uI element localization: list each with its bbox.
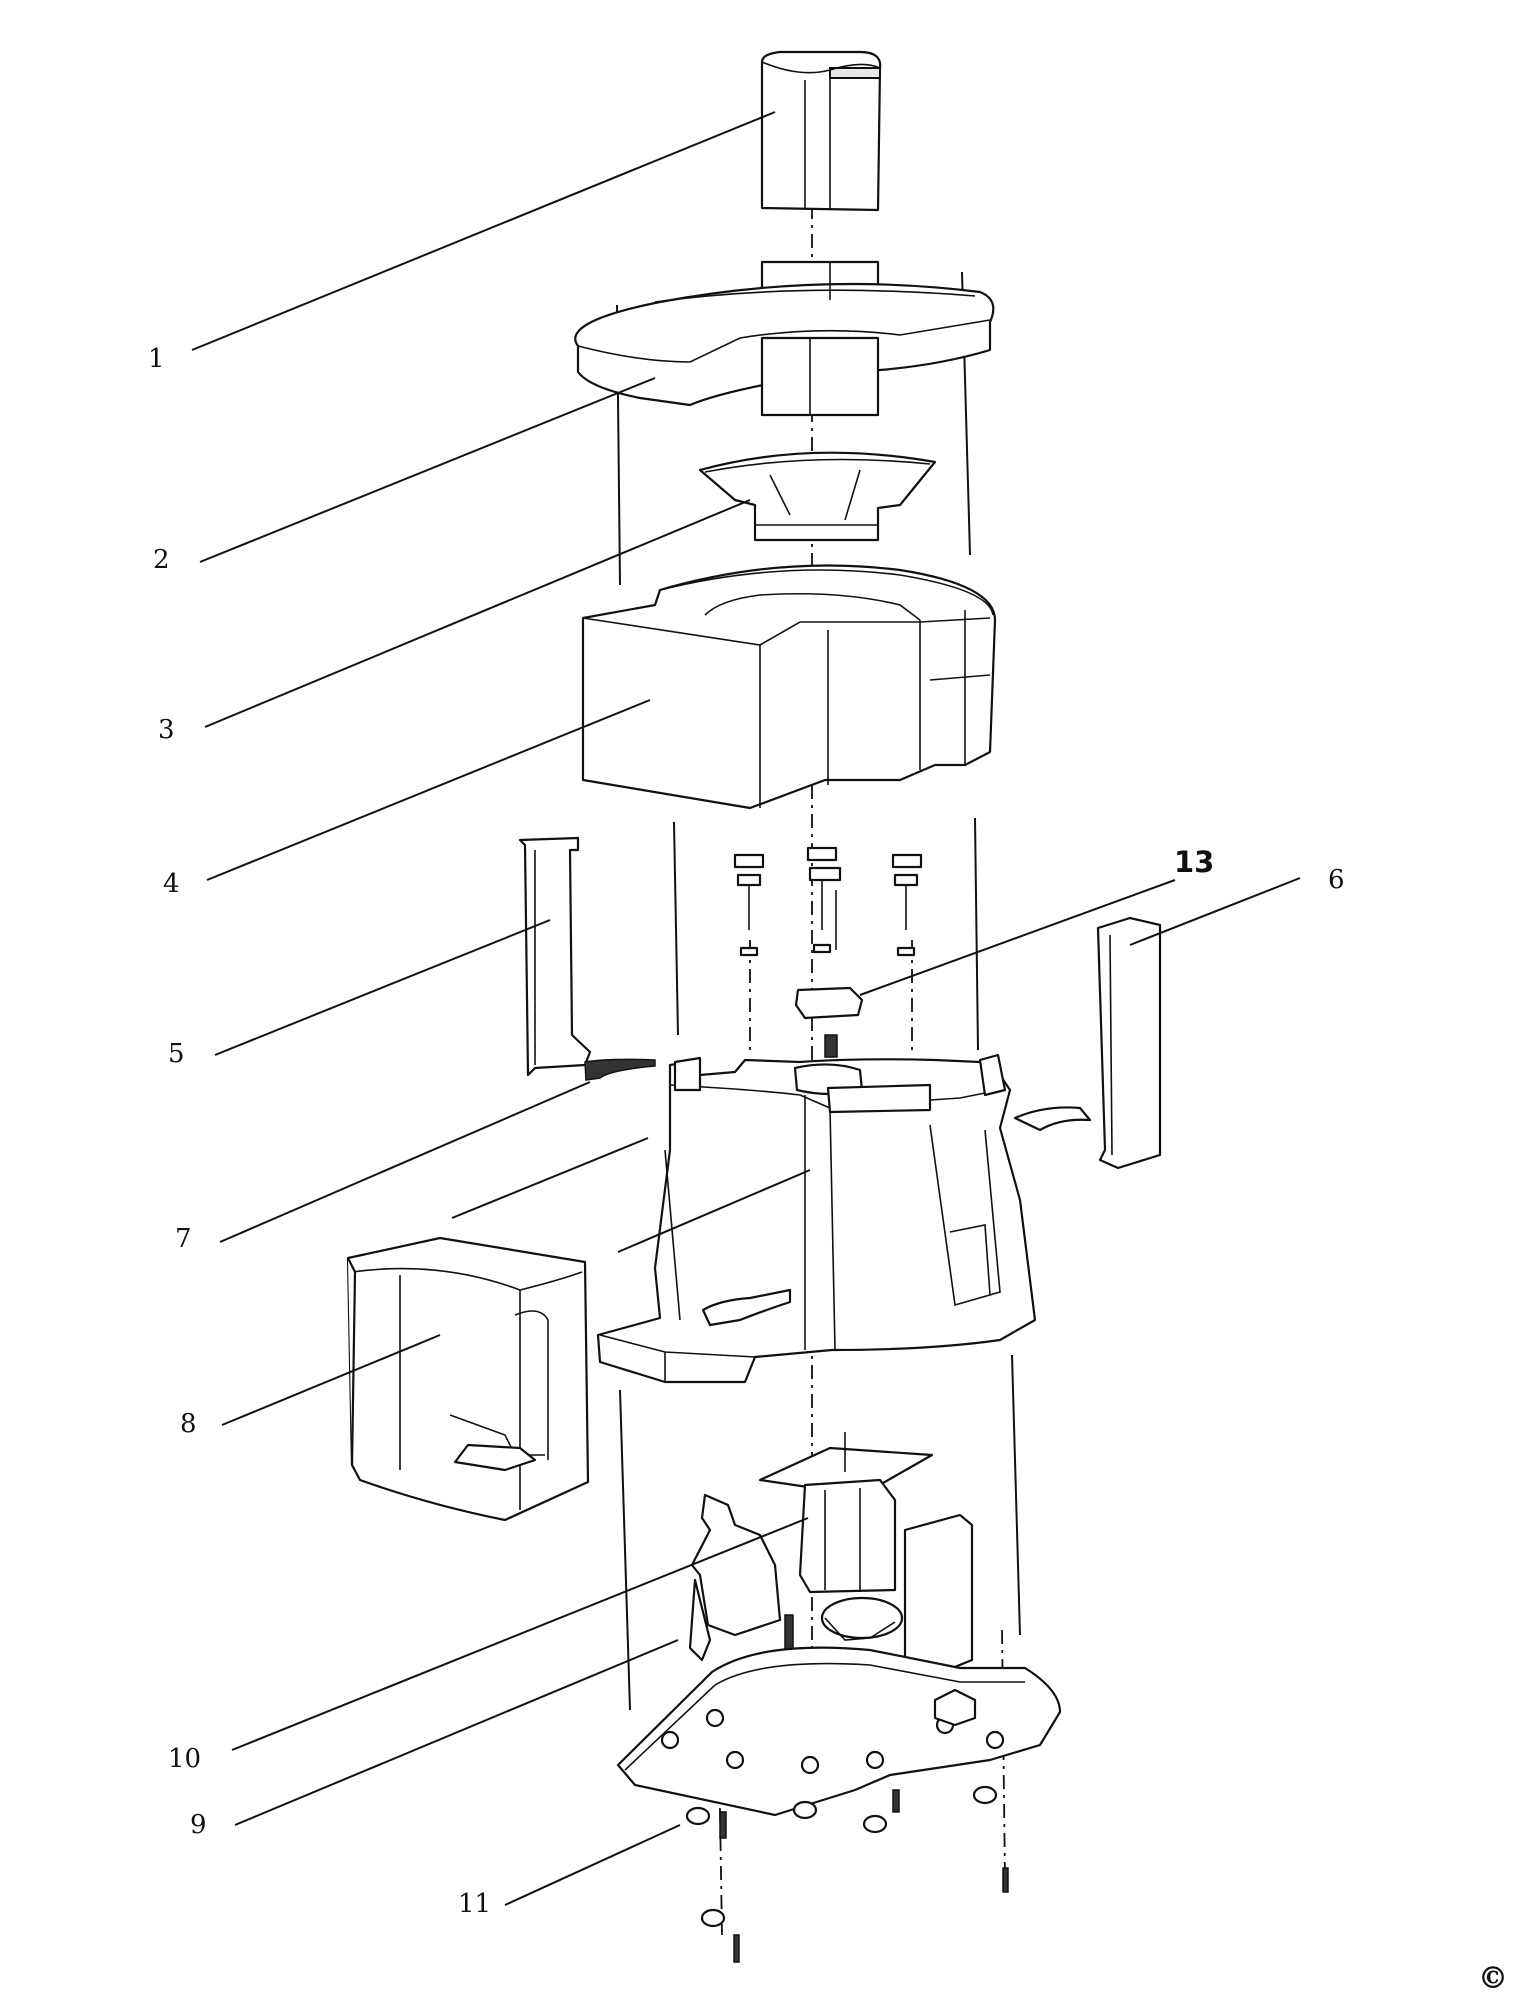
leader-5 (214, 919, 551, 1056)
leader-8 (221, 1334, 441, 1426)
callout-4: 4 (163, 869, 180, 899)
callout-9: 9 (190, 1810, 207, 1840)
leader-11 (504, 1824, 681, 1906)
callout-3: 3 (158, 715, 175, 745)
part-13-coupling (733, 846, 923, 1058)
callout-2: 2 (153, 545, 170, 575)
part-8-collector (346, 1236, 590, 1522)
leader-13 (859, 879, 1176, 996)
callout-13: 13 (1174, 845, 1214, 879)
part-3-filter-basket (698, 451, 937, 542)
part-11-base (616, 1646, 1062, 1963)
callout-8: 8 (180, 1409, 197, 1439)
callout-1: 1 (148, 344, 165, 374)
leader-7c (617, 1169, 811, 1253)
callout-7: 7 (175, 1224, 192, 1254)
leader-2 (199, 377, 656, 563)
part-1-cap (760, 50, 882, 212)
part-2-lid (574, 260, 995, 417)
leader-7 (219, 1081, 591, 1243)
part-4-upper-housing (581, 564, 997, 810)
leader-4 (206, 699, 651, 881)
callout-11: 11 (458, 1889, 491, 1919)
leader-lines (191, 111, 1301, 1906)
callout-6: 6 (1328, 865, 1345, 895)
leader-10 (231, 1517, 809, 1751)
leader-7b (451, 1137, 649, 1219)
leader-3 (204, 499, 751, 728)
callout-5: 5 (168, 1039, 185, 1069)
callout-10: 10 (168, 1744, 201, 1774)
leader-6 (1129, 877, 1301, 946)
copyright-mark: © (1478, 1961, 1508, 1996)
part-6-right-panel (1013, 916, 1162, 1170)
part-5-left-bracket (518, 836, 656, 1081)
leader-1 (191, 111, 776, 351)
leader-9 (234, 1639, 679, 1826)
part-7-main-body (596, 1053, 1037, 1384)
guide-lines (616, 271, 1021, 1936)
callout-labels: 1 2 3 4 5 6 7 8 10 9 11 13 © (148, 344, 1508, 1996)
